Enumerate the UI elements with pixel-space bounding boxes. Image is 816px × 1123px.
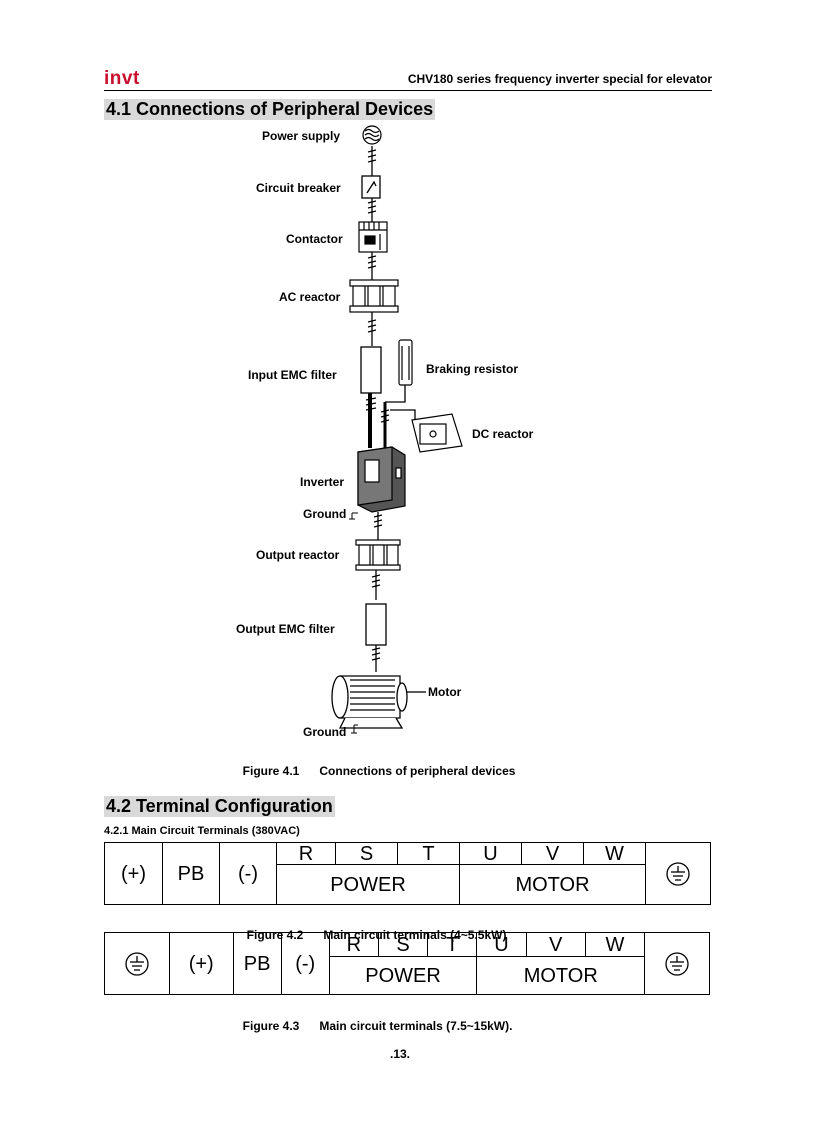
figure-4-1-spacer xyxy=(299,764,319,778)
terminal-u-2: U xyxy=(476,932,527,957)
section-title-4-1: 4.1 Connections of Peripheral Devices xyxy=(104,99,436,120)
label-output-reactor: Output reactor xyxy=(256,548,340,562)
wire-resistor-to-inverter xyxy=(380,385,406,450)
label-dc-reactor: DC reactor xyxy=(472,427,534,441)
figure-4-3-title: Main circuit terminals (7.5~15kW). xyxy=(319,1019,513,1033)
figure-4-1-caption: Figure 4.1 Connections of peripheral dev… xyxy=(236,750,516,778)
wire-power-to-breaker xyxy=(367,146,377,176)
subsection-title-4-2-1: 4.2.1 Main Circuit Terminals (380VAC) xyxy=(104,825,300,837)
ground-symbol-2 xyxy=(351,724,358,734)
label-output-emc-filter: Output EMC filter xyxy=(236,622,335,636)
terminal-r: R xyxy=(276,842,336,865)
ground-terminal-icon-right xyxy=(644,932,710,995)
label-input-emc-filter: Input EMC filter xyxy=(248,368,337,382)
ground-terminal-icon-left xyxy=(104,932,170,995)
figure-4-1-number: Figure 4.1 xyxy=(242,764,300,778)
label-braking-resistor: Braking resistor xyxy=(426,362,519,376)
figure-4-3-spacer xyxy=(299,1019,319,1033)
terminal-w: W xyxy=(583,842,646,865)
braking-resistor-icon xyxy=(398,339,413,386)
wire-inverter-to-output-reactor xyxy=(373,512,383,540)
contactor-icon xyxy=(358,221,388,253)
main-circuit-terminals-table-1: (+) PB (-) R S T U V W POWER MOTOR xyxy=(104,842,711,905)
figure-4-1-title: Connections of peripheral devices xyxy=(319,764,516,778)
terminal-u: U xyxy=(459,842,522,865)
terminal-r-2: R xyxy=(328,932,379,957)
label-contactor: Contactor xyxy=(286,232,343,246)
wire-output-reactor-to-emc xyxy=(371,570,381,600)
motor-group-label-2: MOTOR xyxy=(476,956,646,995)
output-emc-filter-icon xyxy=(365,603,387,646)
ground-terminal-icon xyxy=(645,842,711,905)
header-divider xyxy=(104,90,712,91)
terminal-s: S xyxy=(335,842,398,865)
wire-breaker-to-contactor xyxy=(367,198,377,222)
ac-reactor-icon xyxy=(349,279,399,313)
circuit-breaker-icon xyxy=(361,175,381,199)
page-number: .13. xyxy=(390,1047,411,1061)
terminal-minus: (-) xyxy=(219,842,277,905)
label-circuit-breaker: Circuit breaker xyxy=(256,181,341,195)
terminal-t-2: T xyxy=(427,932,478,957)
wire-emc-to-motor xyxy=(371,645,381,672)
input-emc-filter-icon xyxy=(360,346,382,394)
output-reactor-icon xyxy=(355,539,401,571)
terminal-minus-2: (-) xyxy=(280,932,330,995)
terminal-plus-2: (+) xyxy=(168,932,234,995)
wire-contactor-to-ac-reactor xyxy=(367,252,377,280)
wire-dc-reactor xyxy=(390,409,416,420)
terminal-pb-2: PB xyxy=(232,932,282,995)
header-title: CHV180 series frequency inverter special… xyxy=(407,72,712,86)
terminal-v: V xyxy=(521,842,584,865)
label-inverter: Inverter xyxy=(300,475,345,489)
dc-reactor-icon xyxy=(411,413,463,453)
terminal-t: T xyxy=(397,842,460,865)
label-power-supply: Power supply xyxy=(262,129,341,143)
main-circuit-terminals-table-2: (+) PB (-) R S T U V W POWER MOTOR xyxy=(104,932,710,995)
figure-4-3-number: Figure 4.3 xyxy=(242,1019,300,1033)
power-supply-icon xyxy=(362,125,382,145)
terminal-s-2: S xyxy=(377,932,429,957)
label-ground-2: Ground xyxy=(303,725,347,739)
label-ac-reactor: AC reactor xyxy=(279,290,341,304)
wire-ac-reactor-to-emc xyxy=(367,312,377,346)
peripheral-connection-diagram xyxy=(331,125,463,734)
label-ground-1: Ground xyxy=(303,507,347,521)
power-group-label-2: POWER xyxy=(328,956,478,995)
terminal-v-2: V xyxy=(525,932,586,957)
wire-emc-to-inverter xyxy=(365,393,377,448)
section-title-4-2: 4.2 Terminal Configuration xyxy=(104,796,335,817)
brand-logo: invt xyxy=(104,68,140,89)
inverter-icon xyxy=(357,446,406,513)
motor-group-label: MOTOR xyxy=(459,864,646,905)
terminal-plus: (+) xyxy=(104,842,163,905)
terminal-pb: PB xyxy=(162,842,220,905)
figure-4-3-caption: Figure 4.3 Main circuit terminals (7.5~1… xyxy=(236,1005,513,1033)
label-motor: Motor xyxy=(428,685,462,699)
power-group-label: POWER xyxy=(276,864,460,905)
terminal-w-2: W xyxy=(584,932,646,957)
motor-icon xyxy=(331,675,426,729)
ground-symbol-1 xyxy=(349,512,358,520)
